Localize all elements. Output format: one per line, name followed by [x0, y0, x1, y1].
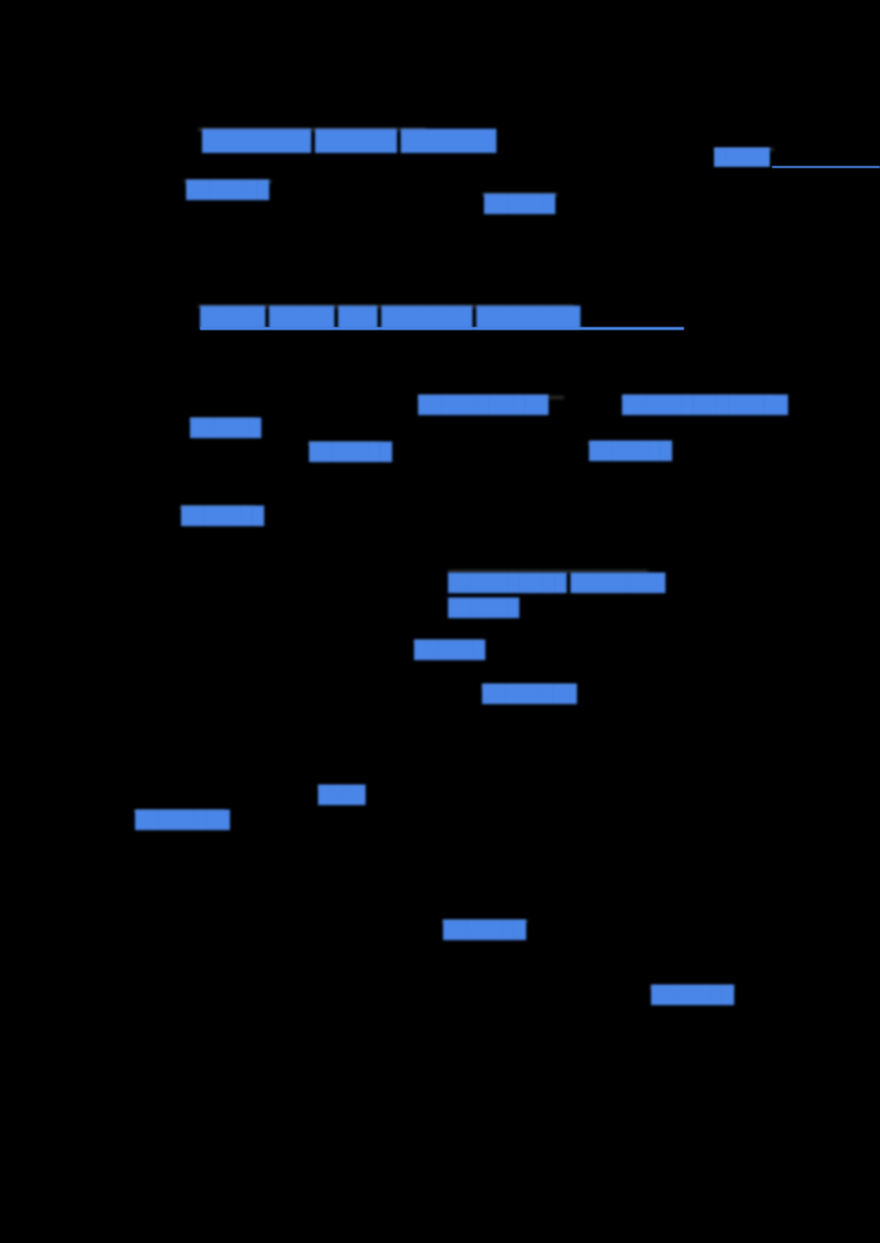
item-a: ███████████ [418, 395, 549, 414]
ghost-artifact-item-j [318, 786, 360, 789]
section-heading-rule [200, 327, 684, 330]
ghost-artifact-item-m [650, 986, 734, 989]
item-h: ██████ [414, 640, 486, 659]
item-f: ███████ [181, 506, 264, 525]
corner-label: █████ [714, 149, 770, 166]
item-m: ███████ [651, 985, 734, 1004]
section-heading: █████ █████ ███ ███████ ████████ [200, 307, 580, 328]
ghost-artifact-item-c [190, 418, 256, 421]
paragraph-line-2: ██████ [448, 598, 520, 617]
ghost-artifact-item-f [180, 506, 256, 509]
ghost-artifact-corner [714, 148, 774, 151]
item-i: ████████ [482, 684, 577, 703]
ghost-artifact-item-d [308, 442, 382, 445]
item-c: ██████ [190, 418, 262, 437]
item-k: ████████ [135, 810, 230, 829]
ghost-artifact-subtitle-mid [482, 193, 558, 196]
ghost-artifact-subtitle [184, 180, 272, 183]
subtitle-mid: ██████ [484, 194, 556, 213]
ghost-artifact-item-b [622, 396, 774, 399]
subtitle-left: ███████ [186, 180, 269, 199]
ghost-artifact-item-k [134, 810, 224, 813]
ghost-artifact-item-l [442, 920, 528, 923]
item-l: ███████ [443, 920, 526, 939]
corner-underline-rule [772, 166, 880, 168]
item-d: ███████ [309, 442, 392, 461]
ghost-artifact-item-e [588, 442, 670, 445]
ghost-artifact-item-h [414, 640, 482, 643]
item-b: ██████████████ [622, 395, 788, 414]
ghost-artifact-item-a [418, 396, 564, 399]
item-j: ████ [318, 785, 366, 804]
ghost-artifact-title [198, 128, 426, 131]
paragraph-line-1: ██████████ ████████ [448, 573, 666, 592]
ghost-artifact-para [448, 570, 648, 573]
ghost-artifact-heading [198, 305, 574, 308]
ghost-artifact-item-i [482, 685, 576, 688]
item-e: ███████ [589, 441, 672, 460]
page-title: ████████ ██████ ███████ [202, 130, 496, 152]
